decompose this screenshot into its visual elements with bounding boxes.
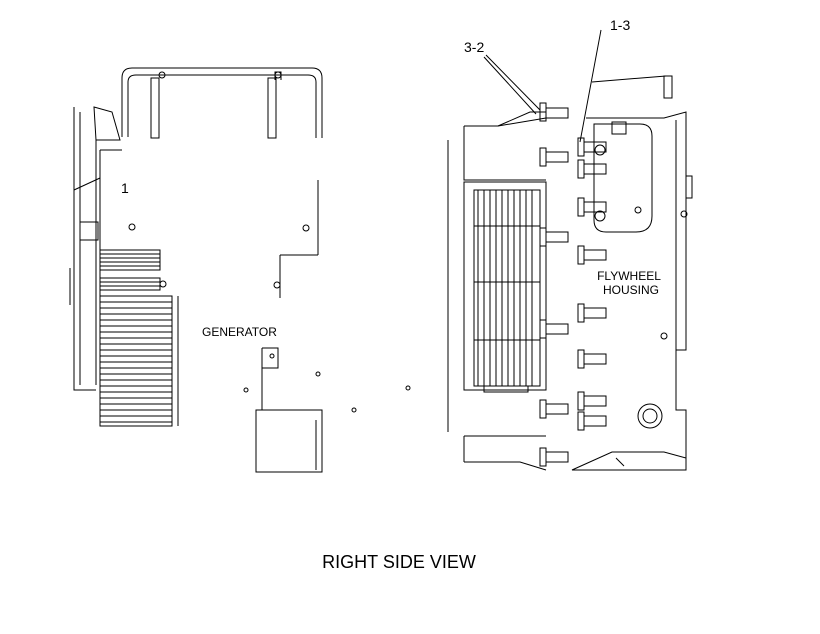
generator-assembly [69, 67, 411, 473]
bolt-column-right [577, 137, 607, 431]
view-caption: RIGHT SIDE VIEW [322, 552, 476, 572]
leader-1-3 [579, 29, 602, 143]
grille-block [463, 181, 547, 393]
flywheel-housing-label-line2: HOUSING [603, 283, 659, 297]
callout-3-2: 3-2 [464, 39, 484, 55]
flywheel-housing-assembly [447, 75, 693, 471]
leader-3-2 [485, 54, 541, 111]
callout-1-3: 1-3 [610, 17, 630, 33]
flywheel-housing-label-line1: FLYWHEEL [597, 269, 661, 283]
callout-1: 1 [121, 180, 129, 196]
bolt-column-left [539, 102, 569, 467]
generator-fins [99, 249, 179, 427]
generator-label: GENERATOR [202, 325, 277, 339]
